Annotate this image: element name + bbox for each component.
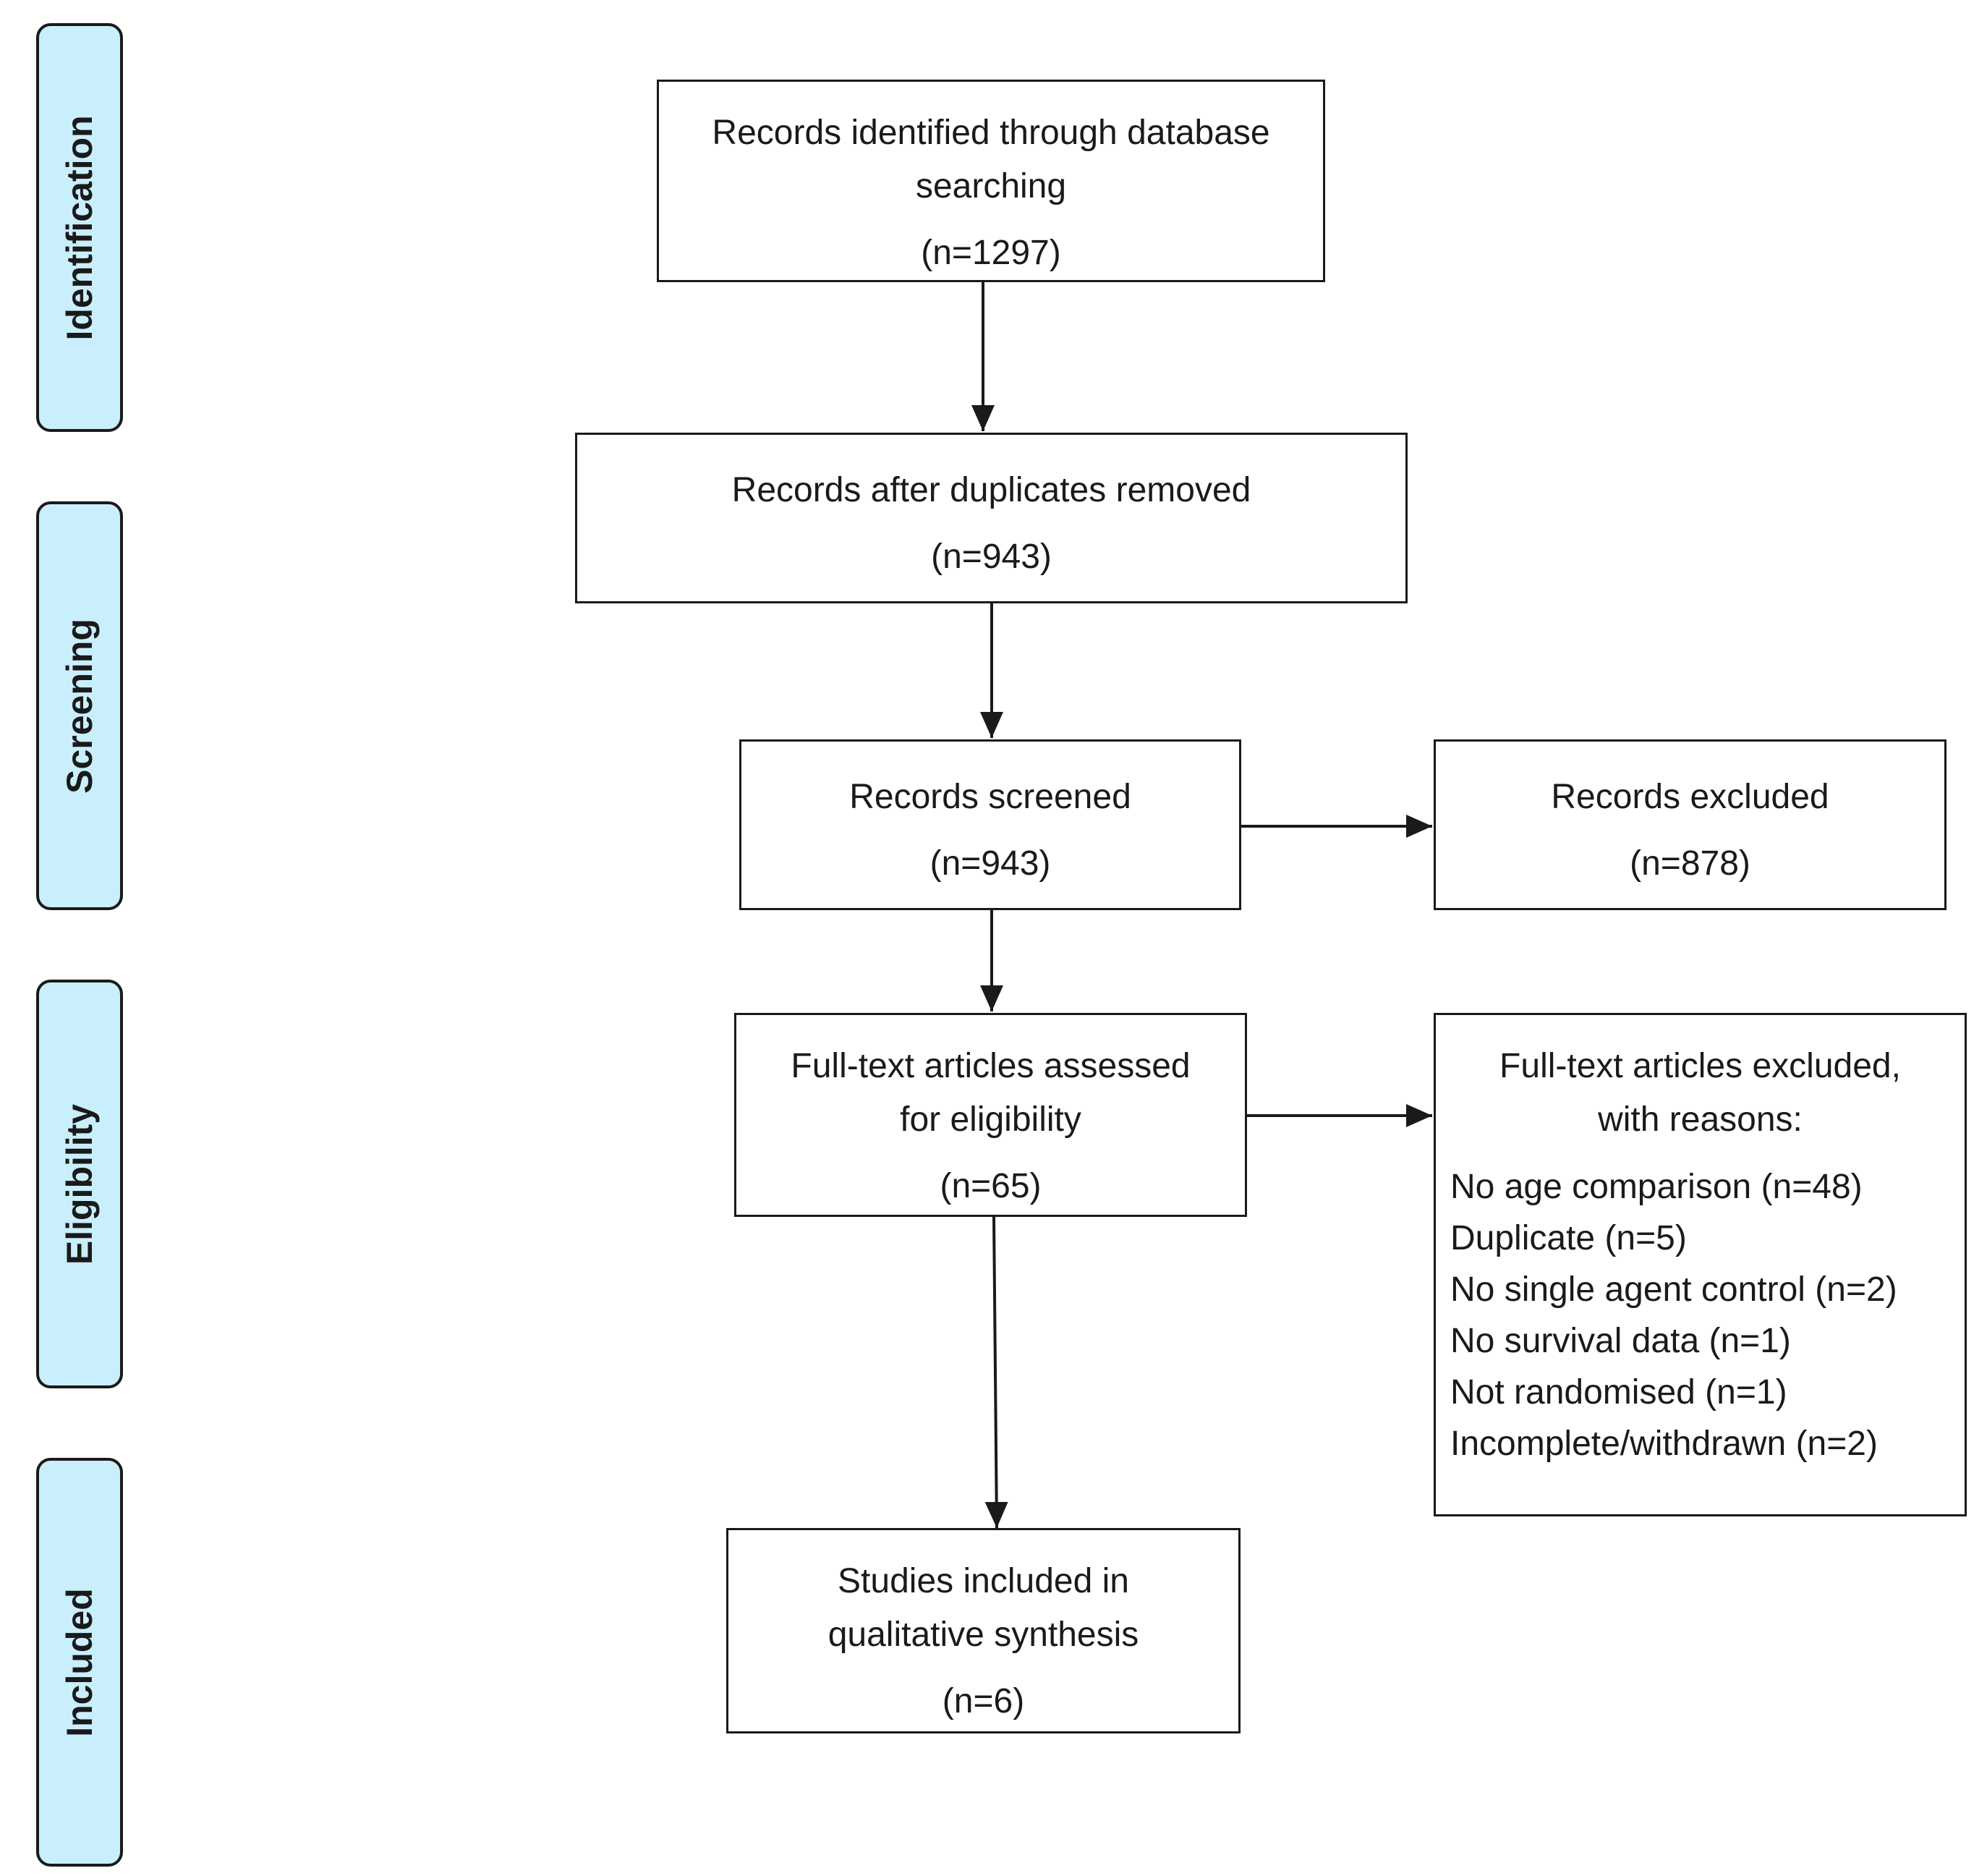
box-studies-included-line-2: qualitative synthesis	[827, 1616, 1139, 1654]
stage-eligibility: Eligibility	[36, 980, 123, 1388]
box-studies-included: Studies included in qualitative synthesi…	[726, 1528, 1241, 1733]
arrow-fulltext-to-included	[984, 1216, 1008, 1529]
box-full-text-assessed-line-2: for eligibility	[900, 1100, 1081, 1139]
box-records-screened: Records screened (n=943)	[739, 739, 1241, 910]
box-records-after-duplicates: Records after duplicates removed (n=943)	[575, 433, 1408, 603]
box-records-excluded: Records excluded (n=878)	[1434, 739, 1946, 910]
box-full-text-excluded: Full-text articles excluded, with reason…	[1434, 1013, 1967, 1516]
box-full-text-excluded-line-1: Full-text articles excluded,	[1499, 1047, 1901, 1085]
stage-included: Included	[36, 1458, 123, 1867]
box-full-text-assessed-count: (n=65)	[940, 1167, 1042, 1205]
box-records-screened-line-1: Records screened	[849, 778, 1131, 816]
box-records-identified: Records identified through database sear…	[657, 80, 1325, 282]
box-records-identified-count: (n=1297)	[921, 234, 1061, 272]
box-records-excluded-line-1: Records excluded	[1551, 778, 1829, 816]
exclusion-reason-incomplete-withdrawn: Incomplete/withdrawn (n=2)	[1450, 1425, 1878, 1463]
exclusion-reason-not-randomised: Not randomised (n=1)	[1450, 1373, 1787, 1412]
box-full-text-excluded-line-2: with reasons:	[1598, 1100, 1803, 1139]
exclusion-reason-no-age-comparison: No age comparison (n=48)	[1450, 1168, 1863, 1206]
box-records-identified-line-2: searching	[915, 167, 1067, 205]
box-studies-included-line-1: Studies included in	[838, 1562, 1129, 1600]
exclusion-reason-no-single-agent-control: No single agent control (n=2)	[1450, 1270, 1897, 1309]
exclusion-reason-no-survival-data: No survival data (n=1)	[1450, 1322, 1791, 1360]
exclusion-reason-duplicate: Duplicate (n=5)	[1450, 1219, 1687, 1257]
box-studies-included-count: (n=6)	[942, 1682, 1025, 1720]
exclusion-reasons-list: No age comparison (n=48) Duplicate (n=5)…	[1436, 1161, 1965, 1469]
box-records-after-duplicates-count: (n=943)	[931, 538, 1052, 576]
box-records-excluded-count: (n=878)	[1630, 844, 1750, 883]
box-records-after-duplicates-line-1: Records after duplicates removed	[731, 471, 1251, 509]
stage-screening: Screening	[36, 501, 123, 910]
box-records-screened-count: (n=943)	[929, 844, 1051, 883]
box-records-identified-line-1: Records identified through database	[712, 114, 1270, 152]
box-full-text-assessed: Full-text articles assessed for eligibil…	[734, 1013, 1247, 1217]
stage-identification: Identification	[36, 23, 123, 432]
box-full-text-assessed-line-1: Full-text articles assessed	[791, 1047, 1191, 1085]
